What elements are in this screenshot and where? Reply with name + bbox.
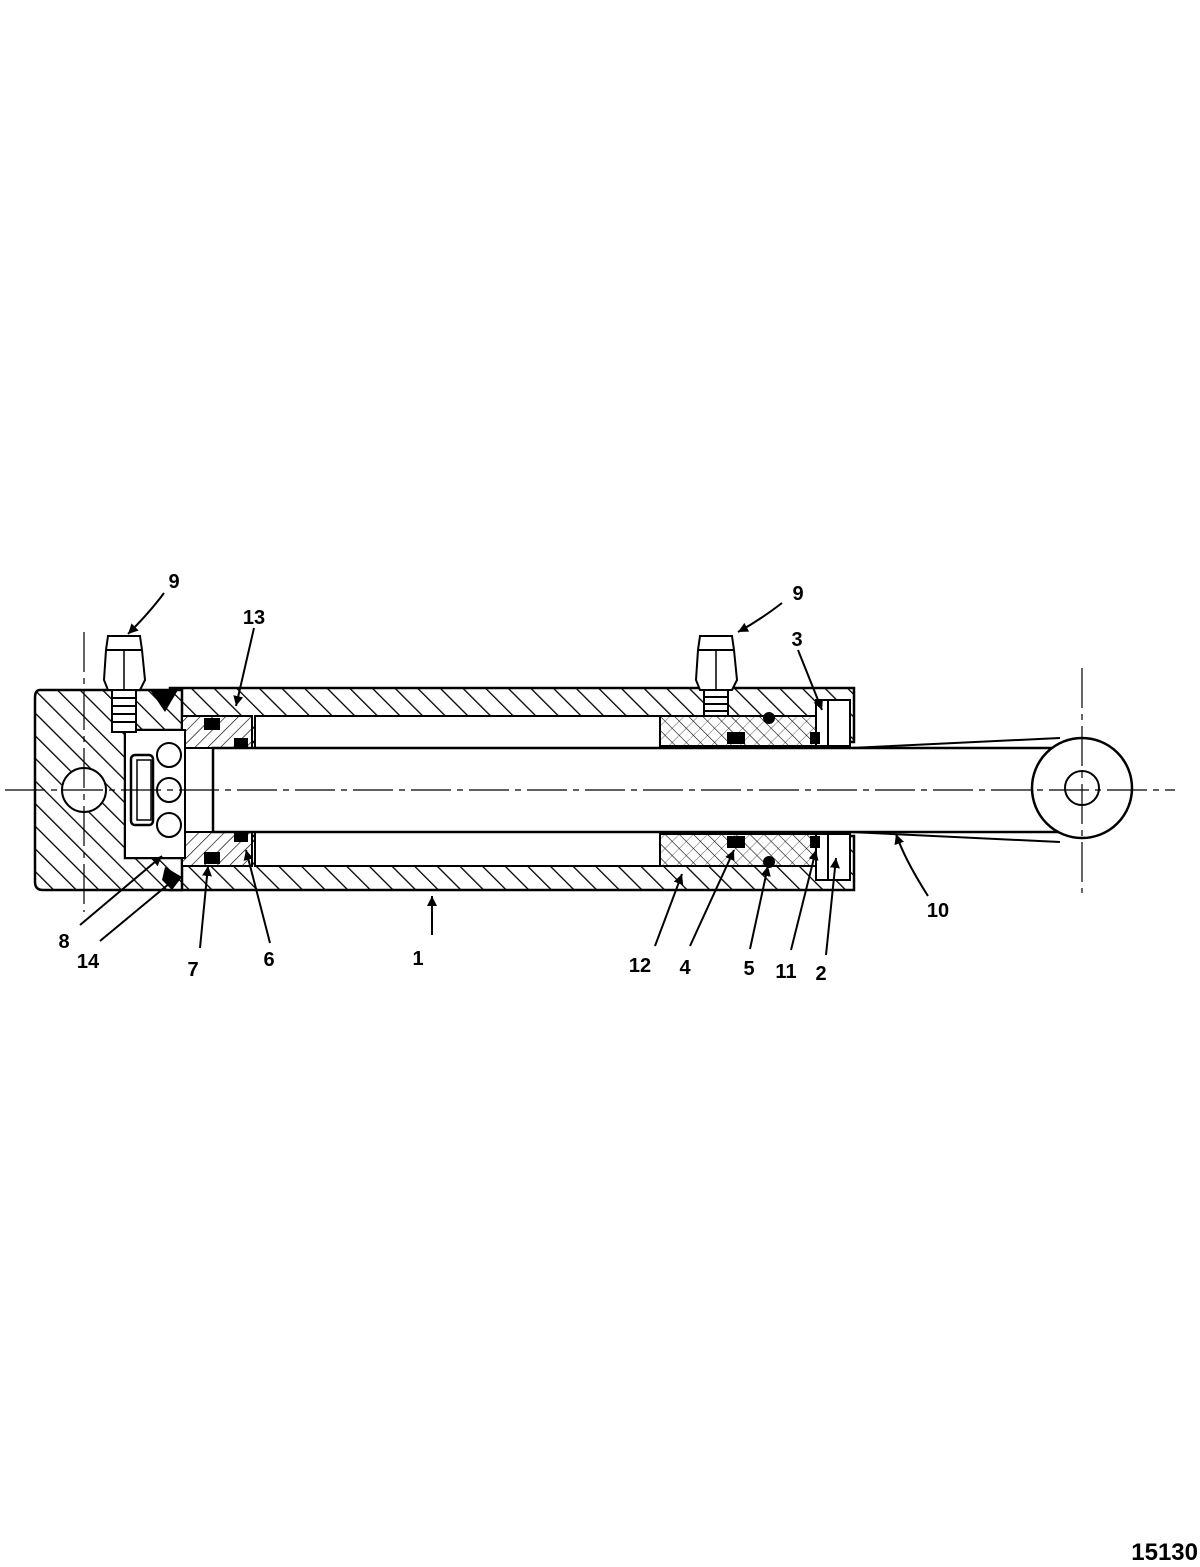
bleed-fitting-left bbox=[102, 635, 147, 733]
callout-3: 3 bbox=[791, 629, 802, 651]
piston-assembly bbox=[124, 690, 253, 890]
callout-1: 1 bbox=[412, 948, 423, 970]
callout-7: 7 bbox=[187, 959, 198, 981]
callout-13: 13 bbox=[243, 607, 265, 629]
callout-9-left: 9 bbox=[168, 571, 179, 593]
callout-8: 8 bbox=[58, 931, 69, 953]
callout-12: 12 bbox=[629, 955, 651, 977]
reference-number: 15130 bbox=[1131, 1539, 1198, 1566]
callout-2: 2 bbox=[815, 963, 826, 985]
centerlines bbox=[5, 632, 1175, 912]
callout-9-right: 9 bbox=[792, 583, 803, 605]
callout-14: 14 bbox=[77, 951, 100, 973]
front-gland bbox=[659, 699, 851, 881]
callout-4: 4 bbox=[679, 957, 691, 979]
callout-11: 11 bbox=[775, 961, 796, 983]
callout-5: 5 bbox=[743, 958, 754, 980]
callout-10: 10 bbox=[927, 900, 949, 922]
callout-6: 6 bbox=[263, 949, 274, 971]
leader-lines bbox=[79, 592, 929, 956]
bleed-fitting-right bbox=[694, 635, 739, 717]
